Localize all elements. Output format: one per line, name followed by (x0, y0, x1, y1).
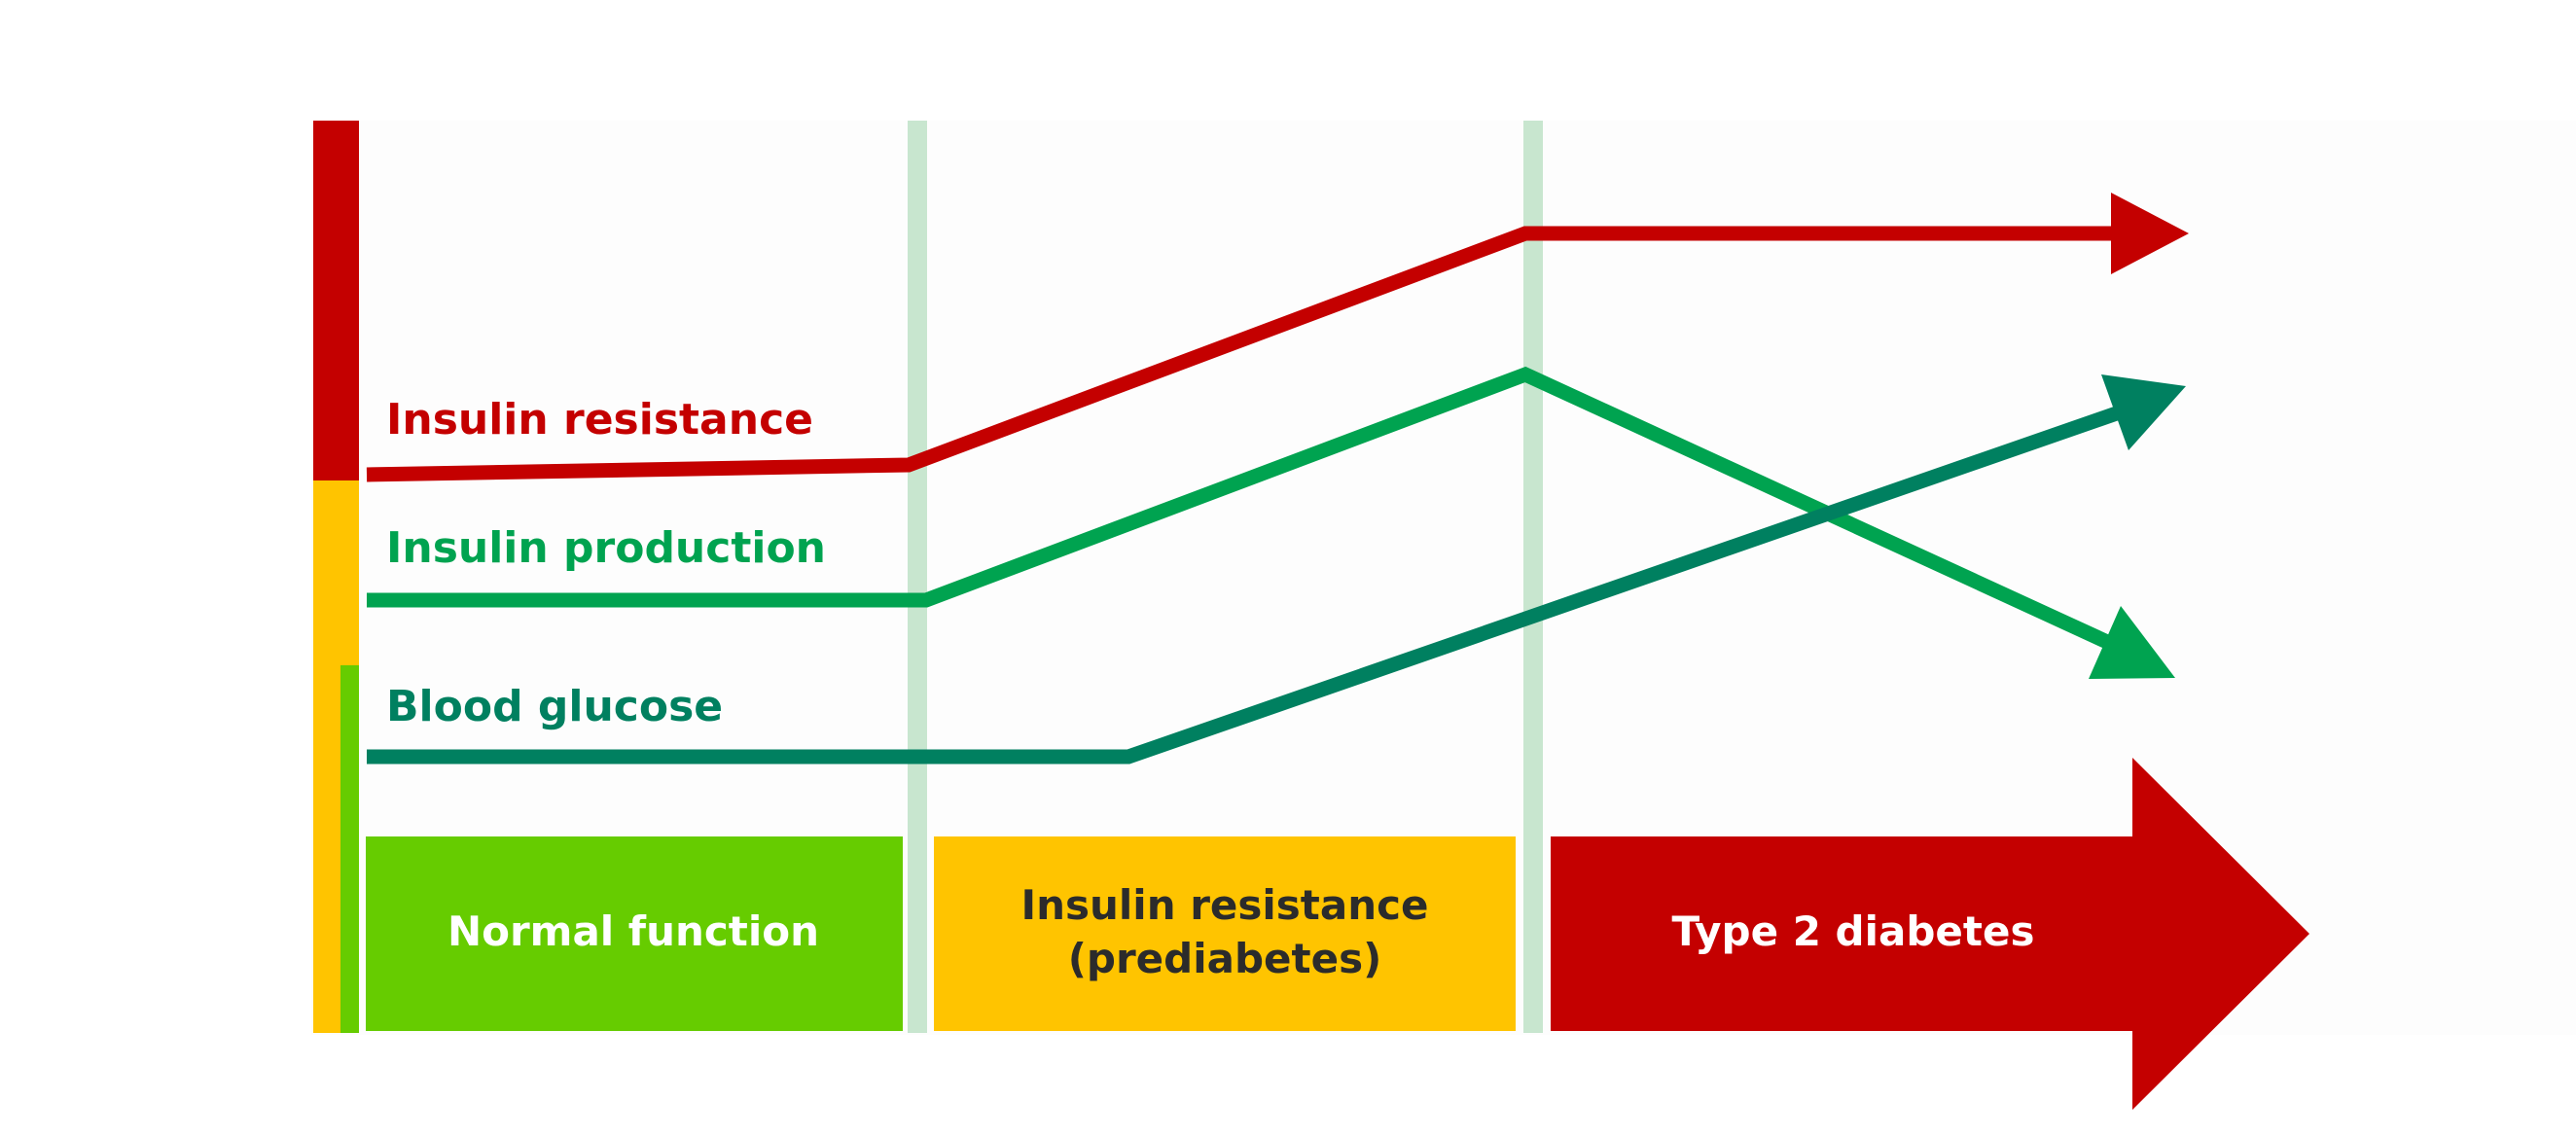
stage-block-normal (366, 836, 903, 1031)
stage-label-prediabetes-line2: (prediabetes) (1068, 935, 1382, 982)
stage-divider-2 (1523, 121, 1543, 1033)
stage-block-prediabetes (934, 836, 1516, 1031)
scale-bar-green (340, 665, 359, 1033)
insulin-resistance-label: Insulin resistance (386, 395, 813, 445)
stage-label-diabetes: Type 2 diabetes (1672, 907, 2035, 955)
blood-glucose-label: Blood glucose (386, 682, 723, 731)
stage-divider-1 (908, 121, 927, 1033)
scale-bar-red (313, 121, 359, 481)
insulin-production-arrowhead (2089, 606, 2175, 679)
blood-glucose-arrowhead (2101, 374, 2186, 450)
stage-label-normal: Normal function (447, 907, 819, 955)
blood-glucose-line (367, 401, 2133, 765)
stage-label-prediabetes-line1: Insulin resistance (1020, 881, 1428, 929)
insulin-production-label: Insulin production (386, 523, 826, 573)
insulin-resistance-arrowhead (2111, 193, 2189, 274)
stage-block-diabetes-arrow (1551, 758, 2309, 1110)
insulin-resistance-line (366, 226, 2126, 482)
